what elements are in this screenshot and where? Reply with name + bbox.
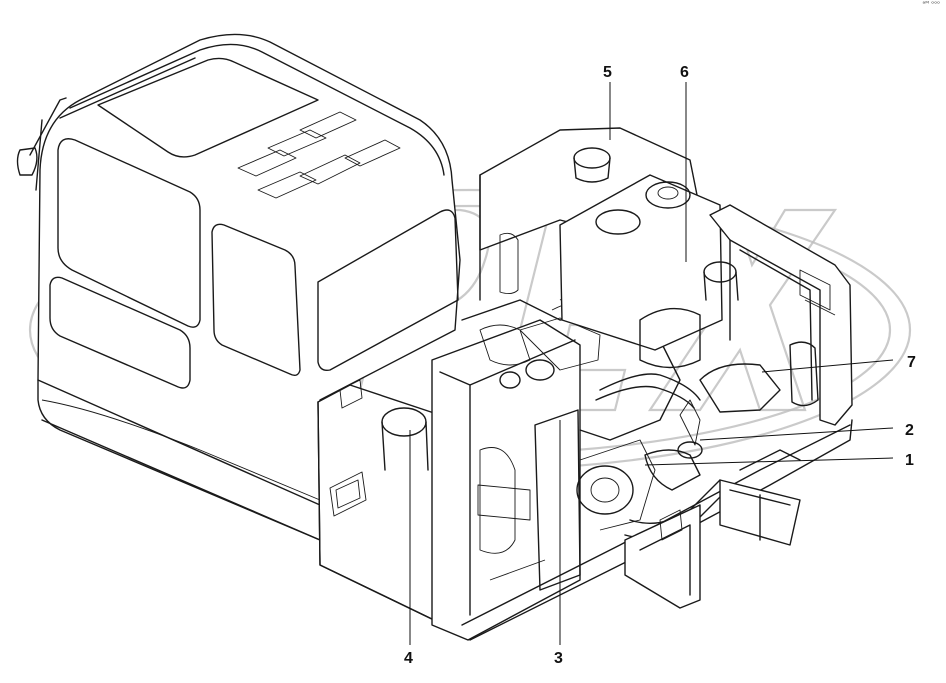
leader-2	[699, 427, 894, 441]
operator-cab	[16, 33, 461, 541]
leader-lines	[409, 82, 894, 645]
callout-3: 3	[554, 650, 563, 667]
callout-2: 2	[905, 422, 914, 439]
callout-4: 4	[404, 650, 413, 667]
radiator-assembly	[431, 319, 581, 641]
rear-frame	[677, 204, 853, 459]
tanks	[479, 127, 739, 369]
leader-7	[761, 359, 894, 373]
corner-mark: ᵃᴹ ᵒᵒᵒ	[922, 0, 940, 8]
base-frame	[461, 419, 853, 641]
leader-1	[644, 457, 894, 466]
callout-6: 6	[680, 64, 689, 81]
callout-labels: 1 2 3 4 5 6 7	[404, 64, 916, 667]
callout-7: 7	[907, 354, 916, 371]
callout-1: 1	[905, 452, 914, 469]
callout-5: 5	[603, 64, 612, 81]
